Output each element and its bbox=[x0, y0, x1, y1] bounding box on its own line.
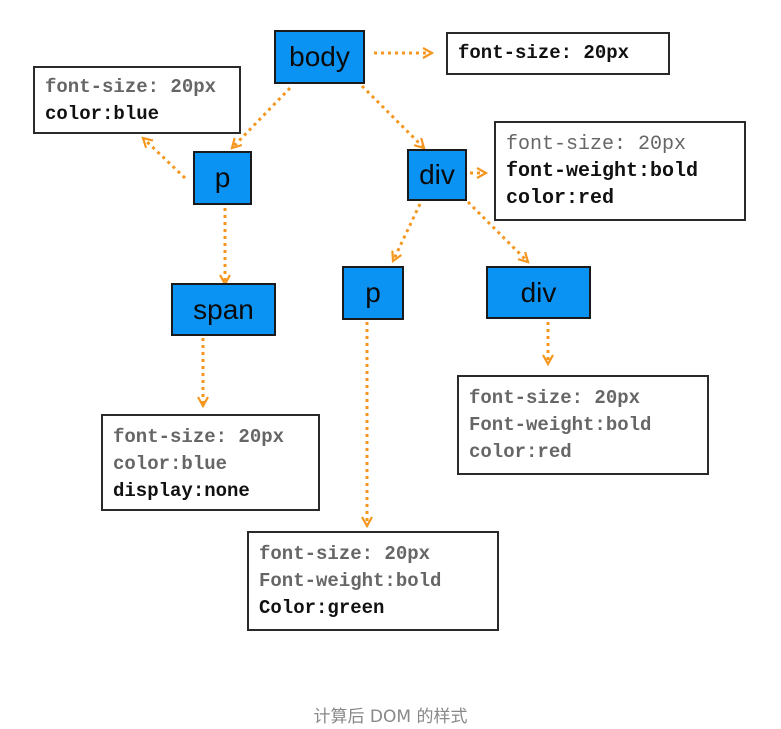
node-div-child: div bbox=[486, 266, 591, 319]
arrow-body-to-div bbox=[360, 84, 424, 148]
style-line: color:red bbox=[506, 187, 615, 210]
arrow-div-to-p bbox=[393, 203, 422, 261]
style-line: font-weight:bold bbox=[506, 160, 699, 183]
style-line: font-size: 20px bbox=[113, 426, 285, 448]
style-box-body: font-size: 20px bbox=[446, 32, 670, 75]
arrow-div-to-div bbox=[466, 200, 528, 262]
style-line: font-size: 20px bbox=[259, 543, 431, 565]
style-box-div-right: font-size: 20px font-weight:bold color:r… bbox=[494, 121, 746, 221]
style-line: color:blue bbox=[45, 103, 160, 125]
style-box-p-left: font-size: 20px color:blue bbox=[33, 66, 241, 134]
style-box-div-child: font-size: 20px Font-weight:bold color:r… bbox=[457, 375, 709, 475]
arrow-p-to-style bbox=[143, 138, 187, 180]
style-line: font-size: 20px bbox=[469, 387, 641, 409]
style-line: display:none bbox=[113, 480, 250, 502]
node-span: span bbox=[171, 283, 276, 336]
style-line: Font-weight:bold bbox=[259, 570, 442, 592]
style-line: Font-weight:bold bbox=[469, 414, 652, 436]
node-p-middle: p bbox=[342, 266, 404, 320]
style-line: font-size: 20px bbox=[45, 76, 217, 98]
style-box-span: font-size: 20px color:blue display:none bbox=[101, 414, 320, 511]
style-line: Color:green bbox=[259, 597, 385, 619]
style-line: color:red bbox=[469, 441, 572, 463]
node-p-left: p bbox=[193, 151, 252, 205]
style-box-p-middle: font-size: 20px Font-weight:bold Color:g… bbox=[247, 531, 499, 631]
node-div-right: div bbox=[407, 149, 467, 201]
style-line: font-size: 20px bbox=[458, 42, 630, 64]
node-body: body bbox=[274, 30, 365, 84]
style-line: color:blue bbox=[113, 453, 228, 475]
figure-caption: 计算后 DOM 的样式 bbox=[313, 707, 468, 727]
style-line: font-size: 20px bbox=[506, 133, 687, 156]
